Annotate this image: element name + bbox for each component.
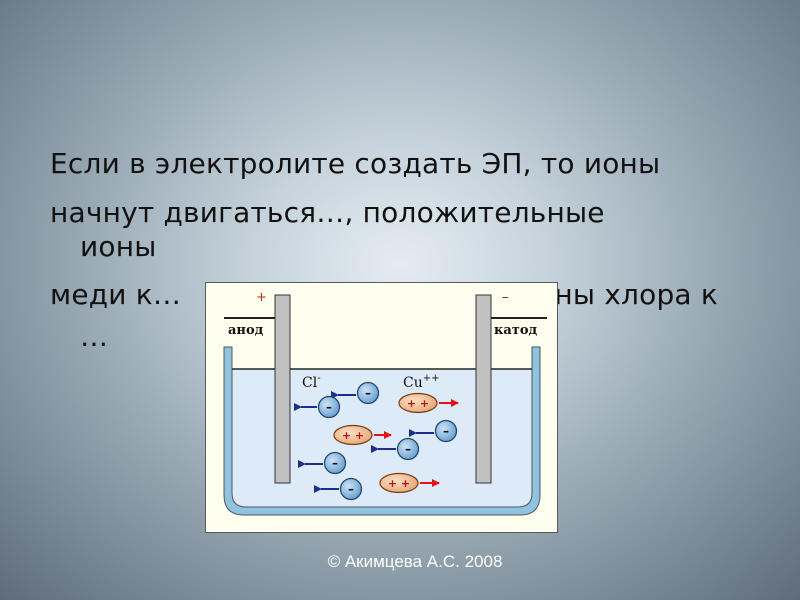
electrolysis-svg: + анод – катод Cl- Cu++ – – – – xyxy=(223,290,547,516)
cation-formula: Cu++ xyxy=(403,373,440,391)
electrolysis-diagram: + анод – катод Cl- Cu++ – – – – xyxy=(205,282,558,533)
text-line-2: начнут двигаться…, положительные xyxy=(50,196,605,229)
anion-minus: – xyxy=(332,456,338,470)
cation-plus: + + xyxy=(342,429,364,442)
cathode-label: катод xyxy=(494,323,538,338)
anion-symbol-text: Cl xyxy=(302,375,318,391)
cathode-electrode xyxy=(475,294,492,484)
anion-ion: – xyxy=(314,477,363,501)
text-line-3: ионы xyxy=(80,230,157,263)
cation-charge-text: ++ xyxy=(423,373,440,384)
anion-minus: – xyxy=(365,386,371,400)
anion-ion: – xyxy=(409,419,458,443)
text-line-4-start: меди к… xyxy=(50,278,182,311)
anion-minus: – xyxy=(326,400,332,414)
text-line-4-end: оны хлора к xyxy=(537,278,718,311)
text-line-1: Если в электролите создать ЭП, то ионы xyxy=(50,147,661,180)
text-line-5: … xyxy=(80,320,109,353)
cathode-sign: – xyxy=(502,290,509,305)
anion-minus: – xyxy=(405,442,411,456)
anion-ion: – xyxy=(298,451,347,475)
anion-charge-text: - xyxy=(317,373,320,384)
cation-ion: + + xyxy=(398,392,459,414)
cation-symbol-text: Cu xyxy=(403,375,423,391)
cation-ion: + + xyxy=(333,424,392,446)
anion-minus: – xyxy=(348,482,354,496)
anode-sign: + xyxy=(256,290,267,305)
copyright-footer: © Акимцева А.С. 2008 xyxy=(327,552,503,571)
cation-ion: + + xyxy=(379,472,440,494)
cation-plus: + + xyxy=(407,397,429,410)
anion-minus: – xyxy=(443,424,449,438)
cation-plus: + + xyxy=(388,477,410,490)
anion-ion: – xyxy=(371,437,420,461)
anion-ion: – xyxy=(331,381,380,405)
anode-label: анод xyxy=(228,323,264,338)
anion-ion: – xyxy=(294,395,341,419)
vessel xyxy=(223,346,541,516)
anion-formula: Cl- xyxy=(302,373,321,391)
anode-electrode xyxy=(274,294,291,484)
